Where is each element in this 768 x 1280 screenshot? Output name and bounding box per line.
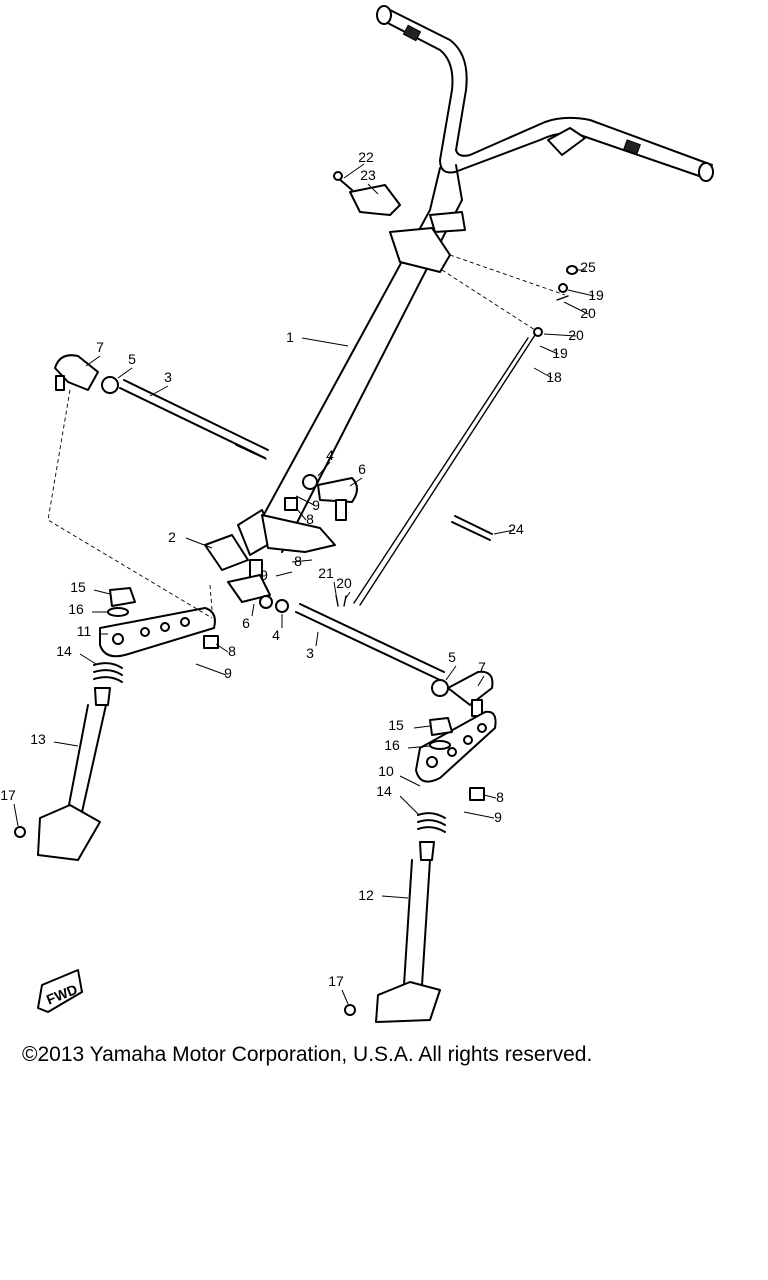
callout-label-c18: 18 xyxy=(546,369,562,385)
callout-leader-c15b xyxy=(413,725,431,729)
callout-label-c21: 21 xyxy=(318,565,334,581)
callout-label-c8c: 8 xyxy=(228,643,236,659)
callout-leader-c4a xyxy=(317,461,331,477)
left-knuckle-assembly xyxy=(14,389,219,861)
callout-leader-c24 xyxy=(493,529,515,535)
tie-rod-upper xyxy=(54,354,269,460)
callout-label-c20b: 20 xyxy=(568,327,584,343)
pin xyxy=(451,515,493,541)
callout-leader-c18 xyxy=(533,367,553,379)
callout-leader-c8c xyxy=(215,643,229,653)
callout-leader-c8d xyxy=(483,794,497,799)
callout-leader-c15a xyxy=(93,589,111,595)
rod-clip-parts xyxy=(556,265,578,301)
callout-label-c1: 1 xyxy=(286,329,294,345)
fwd-arrow-icon: FWD xyxy=(37,969,83,1013)
callout-label-c17b: 17 xyxy=(328,973,344,989)
callout-label-c5b: 5 xyxy=(448,649,456,665)
callout-label-c20a: 20 xyxy=(580,305,596,321)
callout-label-c4a: 4 xyxy=(326,447,334,463)
callout-leader-c7a xyxy=(85,355,101,367)
callout-label-c15b: 15 xyxy=(388,717,404,733)
callout-label-c16a: 16 xyxy=(68,601,84,617)
callout-label-c2: 2 xyxy=(168,529,176,545)
callouts: 1233445566778888999910111213141415151616… xyxy=(0,149,604,1005)
callout-leader-c16b xyxy=(407,745,431,749)
control-rod xyxy=(353,254,566,606)
callout-label-c24: 24 xyxy=(508,521,524,537)
callout-label-c19b: 19 xyxy=(552,345,568,361)
column-arm-bracket xyxy=(204,514,336,581)
callout-label-c8a: 8 xyxy=(306,511,314,527)
callout-label-c8b: 8 xyxy=(294,553,302,569)
callout-label-c7b: 7 xyxy=(478,659,486,675)
callout-leader-c8a xyxy=(295,507,307,521)
callout-label-c19a: 19 xyxy=(588,287,604,303)
ball-joint-lower xyxy=(227,574,289,613)
tie-rod-lower xyxy=(295,603,494,717)
callout-leader-c23 xyxy=(367,183,379,195)
callout-leader-c9c xyxy=(195,663,227,676)
callout-leader-c13 xyxy=(53,741,79,747)
callout-leader-c8b xyxy=(291,559,313,563)
callout-label-c9d: 9 xyxy=(494,809,502,825)
callout-label-c7a: 7 xyxy=(96,339,104,355)
callout-label-c3b: 3 xyxy=(306,645,314,661)
callout-label-c13: 13 xyxy=(30,731,46,747)
callout-label-c9a: 9 xyxy=(312,497,320,513)
ball-joint-upper xyxy=(284,474,358,521)
callout-label-c12: 12 xyxy=(358,887,374,903)
callout-leader-c12 xyxy=(381,895,409,899)
callout-leader-c19b xyxy=(539,345,559,355)
callout-label-c14a: 14 xyxy=(56,643,72,659)
callout-label-c4b: 4 xyxy=(272,627,280,643)
callout-leader-c14b xyxy=(399,795,419,815)
callout-label-c9b: 9 xyxy=(260,567,268,583)
callout-leader-c9a xyxy=(295,495,315,506)
callout-leader-c10 xyxy=(399,775,421,787)
callout-leader-c3b xyxy=(315,631,319,647)
callout-leader-c5a xyxy=(117,367,133,379)
callout-label-c3a: 3 xyxy=(164,369,172,385)
callout-leader-c22 xyxy=(343,163,365,179)
callout-leader-c17b xyxy=(341,989,349,1005)
callout-leader-c20b xyxy=(543,333,577,337)
callout-leader-c5b xyxy=(445,665,457,681)
right-knuckle-assembly xyxy=(344,710,497,1023)
callout-label-c14b: 14 xyxy=(376,783,392,799)
handlebar-clamp xyxy=(333,171,466,273)
callout-label-c15a: 15 xyxy=(70,579,86,595)
callout-leader-c20a xyxy=(563,301,589,315)
callout-leader-c21 xyxy=(333,581,337,595)
callout-leader-c7b xyxy=(477,675,485,687)
callout-label-c11: 11 xyxy=(77,623,92,639)
callout-leader-c6a xyxy=(349,477,363,487)
callout-label-c10: 10 xyxy=(378,763,394,779)
callout-label-c25: 25 xyxy=(580,259,596,275)
cotter-pins-lower xyxy=(335,594,347,607)
handlebar xyxy=(376,5,714,182)
callout-leader-c19a xyxy=(567,289,595,297)
callout-label-c8d: 8 xyxy=(496,789,504,805)
callout-label-c5a: 5 xyxy=(128,351,136,367)
callout-leader-c3a xyxy=(149,385,169,397)
callout-label-c22: 22 xyxy=(358,149,374,165)
callout-leader-c20c xyxy=(345,591,351,599)
callout-leader-c6b xyxy=(251,603,255,617)
callout-leader-c17a xyxy=(13,803,19,827)
callout-leader-c14a xyxy=(79,653,97,665)
callout-leader-c2 xyxy=(185,537,213,549)
callout-leader-c9b xyxy=(275,571,293,577)
callout-leader-c1 xyxy=(301,337,349,347)
callout-label-c6b: 6 xyxy=(242,615,250,631)
callout-label-c6a: 6 xyxy=(358,461,366,477)
callout-label-c9c: 9 xyxy=(224,665,232,681)
callout-label-c23: 23 xyxy=(360,167,376,183)
callout-label-c17a: 17 xyxy=(0,787,16,803)
callout-label-c20c: 20 xyxy=(336,575,352,591)
copyright-notice: ©2013 Yamaha Motor Corporation, U.S.A. A… xyxy=(22,1043,593,1066)
callout-label-c16b: 16 xyxy=(384,737,400,753)
callout-leader-c9d xyxy=(463,811,495,819)
